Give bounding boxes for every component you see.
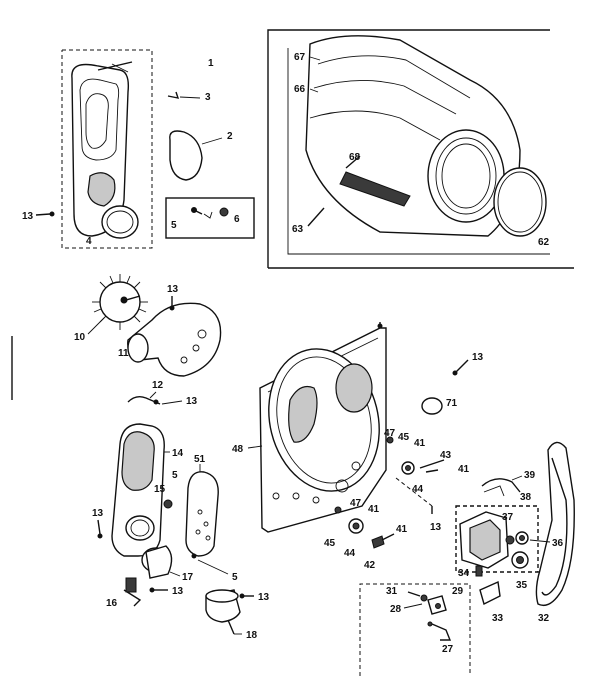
switch-group [359, 583, 471, 676]
callout-48: 48 [232, 444, 244, 455]
callout-33: 33 [492, 613, 504, 624]
blower-group [92, 274, 222, 377]
callout-13-c: 13 [186, 396, 198, 407]
callout-27: 27 [442, 644, 454, 655]
callout-62: 62 [538, 237, 550, 248]
callout-41-d: 41 [396, 524, 408, 535]
callout-51: 51 [194, 454, 206, 465]
callout-44-b: 44 [344, 548, 356, 559]
callout-66: 66 [294, 84, 306, 95]
callout-44-a: 44 [412, 484, 424, 495]
callout-16: 16 [106, 598, 118, 609]
callout-13-e: 13 [172, 586, 184, 597]
callout-5-b: 5 [172, 470, 178, 481]
callout-47-b: 47 [350, 498, 362, 509]
hardware-box-5-6: 5 6 [165, 197, 255, 239]
callout-63: 63 [292, 224, 304, 235]
front-panel-group [61, 49, 153, 249]
drum-group [267, 29, 574, 269]
callout-67: 67 [294, 52, 306, 63]
lint-duct-callouts: 12 13 14 5 15 51 13 17 5 16 13 13 18 [92, 380, 270, 641]
callout-1: 1 [208, 58, 214, 69]
switch-callouts: 31 29 28 27 [386, 586, 464, 655]
callout-2: 2 [227, 131, 233, 142]
front-group-callouts: 1 3 2 13 4 [22, 58, 233, 247]
motor-callouts: 39 38 37 36 34 35 33 32 [458, 470, 564, 624]
callout-10: 10 [74, 332, 86, 343]
callout-28: 28 [390, 604, 402, 615]
callout-18: 18 [246, 630, 258, 641]
callout-45-b: 45 [324, 538, 336, 549]
callout-71: 71 [446, 398, 458, 409]
callout-38: 38 [520, 492, 532, 503]
callout-34: 34 [458, 568, 470, 579]
callout-47-a: 47 [384, 428, 396, 439]
callout-5-a: 5 [171, 220, 177, 231]
motor-group [455, 441, 575, 607]
idler-callouts: 47 45 41 43 41 44 47 41 45 44 42 41 13 [324, 428, 470, 571]
rear-bulkhead-group [259, 322, 443, 533]
callout-42: 42 [364, 560, 376, 571]
idler-hardware-group [334, 436, 445, 549]
callout-13-g: 13 [472, 352, 484, 363]
callout-14: 14 [172, 448, 184, 459]
callout-36: 36 [552, 538, 564, 549]
callout-13-h: 13 [430, 522, 442, 533]
callout-13-d: 13 [92, 508, 104, 519]
callout-43: 43 [440, 450, 452, 461]
callout-17: 17 [182, 572, 194, 583]
callout-11: 11 [118, 348, 129, 359]
callout-13-b: 13 [167, 284, 179, 295]
callout-5-c: 5 [232, 572, 238, 583]
callout-12: 12 [152, 380, 164, 391]
callout-41-c: 41 [368, 504, 380, 515]
callout-29: 29 [452, 586, 464, 597]
callout-31: 31 [386, 586, 398, 597]
callout-41-b: 41 [458, 464, 470, 475]
blower-callouts: 10 11 13 [74, 284, 179, 359]
callout-15: 15 [154, 484, 166, 495]
callout-45-a: 45 [398, 432, 410, 443]
callout-68: 68 [349, 152, 361, 163]
callout-37: 37 [502, 512, 514, 523]
callout-3: 3 [205, 92, 211, 103]
callout-32: 32 [538, 613, 550, 624]
callout-41-a: 41 [414, 438, 426, 449]
callout-6: 6 [234, 214, 240, 225]
callout-39: 39 [524, 470, 536, 481]
bulkhead-callouts: 48 13 71 [232, 352, 484, 455]
callout-4: 4 [86, 236, 92, 247]
drum-callouts: 67 66 68 63 62 [292, 52, 550, 248]
callout-35: 35 [516, 580, 528, 591]
callout-13-a: 13 [22, 211, 34, 222]
callout-13-f: 13 [258, 592, 270, 603]
lint-duct-group [111, 395, 241, 623]
